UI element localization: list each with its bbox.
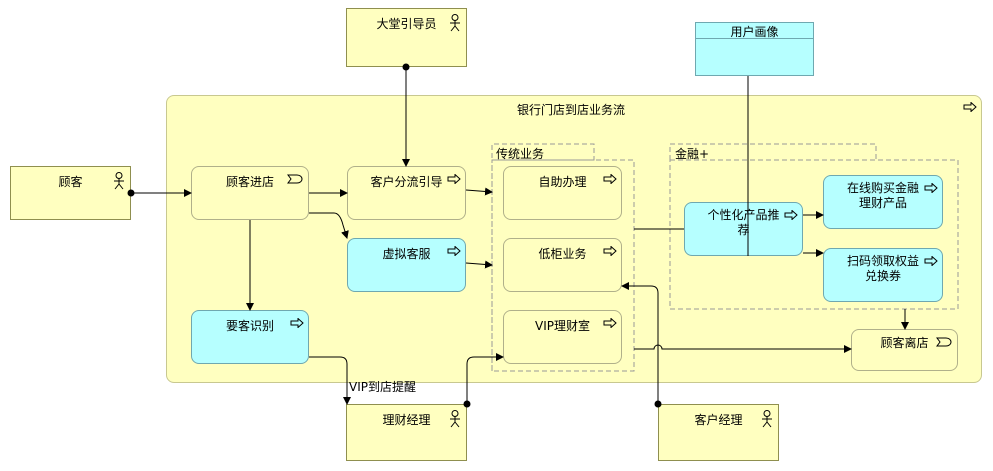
process-personalized-recommendation[interactable]: 个性化产品推 荐 (684, 202, 803, 256)
process-online-buy-label: 在线购买金融 理财产品 (846, 181, 919, 210)
process-vip-room[interactable]: VIP理财室 (503, 310, 622, 364)
process-arrow-icon (784, 210, 798, 220)
event-customer-enter[interactable]: 顾客进店 (191, 166, 309, 220)
process-scan-rights[interactable]: 扫码领取权益 兑换券 (823, 248, 943, 302)
process-low-counter-label: 低柜业务 (538, 247, 587, 261)
process-customer-routing-label: 客户分流引导 (370, 175, 443, 189)
edge-vip-wealth (309, 356, 351, 405)
process-virtual-service-label: 虚拟客服 (382, 247, 431, 261)
main-group-title: 银行门店到店业务流 (517, 103, 626, 117)
process-scan-rights-label: 扫码领取权益 兑换券 (846, 254, 919, 283)
event-customer-leave[interactable]: 顾客离店 (851, 329, 958, 371)
process-self-service-label: 自助办理 (538, 175, 587, 189)
process-arrow-icon (924, 256, 938, 266)
process-arrow-icon (603, 246, 617, 256)
edge-virtual-traditional (465, 260, 493, 269)
actor-icon (762, 410, 772, 428)
process-virtual-service[interactable]: 虚拟客服 (347, 238, 466, 292)
actor-lobby-guide[interactable]: 大堂引导员 (346, 8, 467, 67)
actor-wealth-manager[interactable]: 理财经理 (346, 404, 467, 461)
process-personalized-label: 个性化产品推 荐 (707, 208, 780, 237)
process-vip-recognition-label: 要客识别 (225, 319, 274, 333)
process-low-counter[interactable]: 低柜业务 (503, 238, 622, 292)
actor-customer[interactable]: 顾客 (10, 166, 131, 220)
data-object-label: 用户画像 (730, 25, 779, 39)
edge-label-vip-reminder: VIP到店提醒 (349, 380, 416, 394)
actor-icon (114, 172, 124, 190)
process-arrow-icon (924, 183, 938, 193)
actor-customer-label: 顾客 (58, 175, 83, 189)
process-arrow-icon (290, 318, 304, 328)
actor-icon (450, 410, 460, 428)
edge-routing-traditional (465, 187, 493, 196)
process-online-buy[interactable]: 在线购买金融 理财产品 (823, 175, 943, 229)
actor-account-manager-label: 客户经理 (694, 413, 743, 427)
event-customer-enter-label: 顾客进店 (225, 175, 274, 189)
actor-icon (450, 14, 460, 32)
actor-account-manager[interactable]: 客户经理 (658, 404, 779, 461)
process-vip-recognition[interactable]: 要客识别 (191, 310, 309, 364)
event-icon (287, 174, 303, 184)
actor-wealth-manager-label: 理财经理 (382, 413, 431, 427)
event-icon (936, 337, 952, 347)
process-arrow-icon (447, 246, 461, 256)
process-vip-room-label: VIP理财室 (535, 319, 590, 333)
edge-account-lowcounter (621, 282, 659, 404)
edge-enter-virtual (309, 212, 349, 239)
data-object-user-profile[interactable]: 用户画像 (695, 22, 814, 76)
group-finance-title: 金融+ (675, 147, 710, 161)
process-arrow-icon (447, 174, 461, 184)
arrow-right-icon (963, 102, 977, 112)
group-traditional-title: 传统业务 (496, 147, 545, 161)
actor-lobby-guide-label: 大堂引导员 (376, 17, 437, 31)
process-arrow-icon (603, 174, 617, 184)
process-self-service[interactable]: 自助办理 (503, 166, 622, 220)
process-arrow-icon (603, 318, 617, 328)
edge-traditional-leave (634, 344, 852, 353)
event-customer-leave-label: 顾客离店 (880, 336, 929, 350)
edge-wealth-viproom (466, 353, 504, 404)
